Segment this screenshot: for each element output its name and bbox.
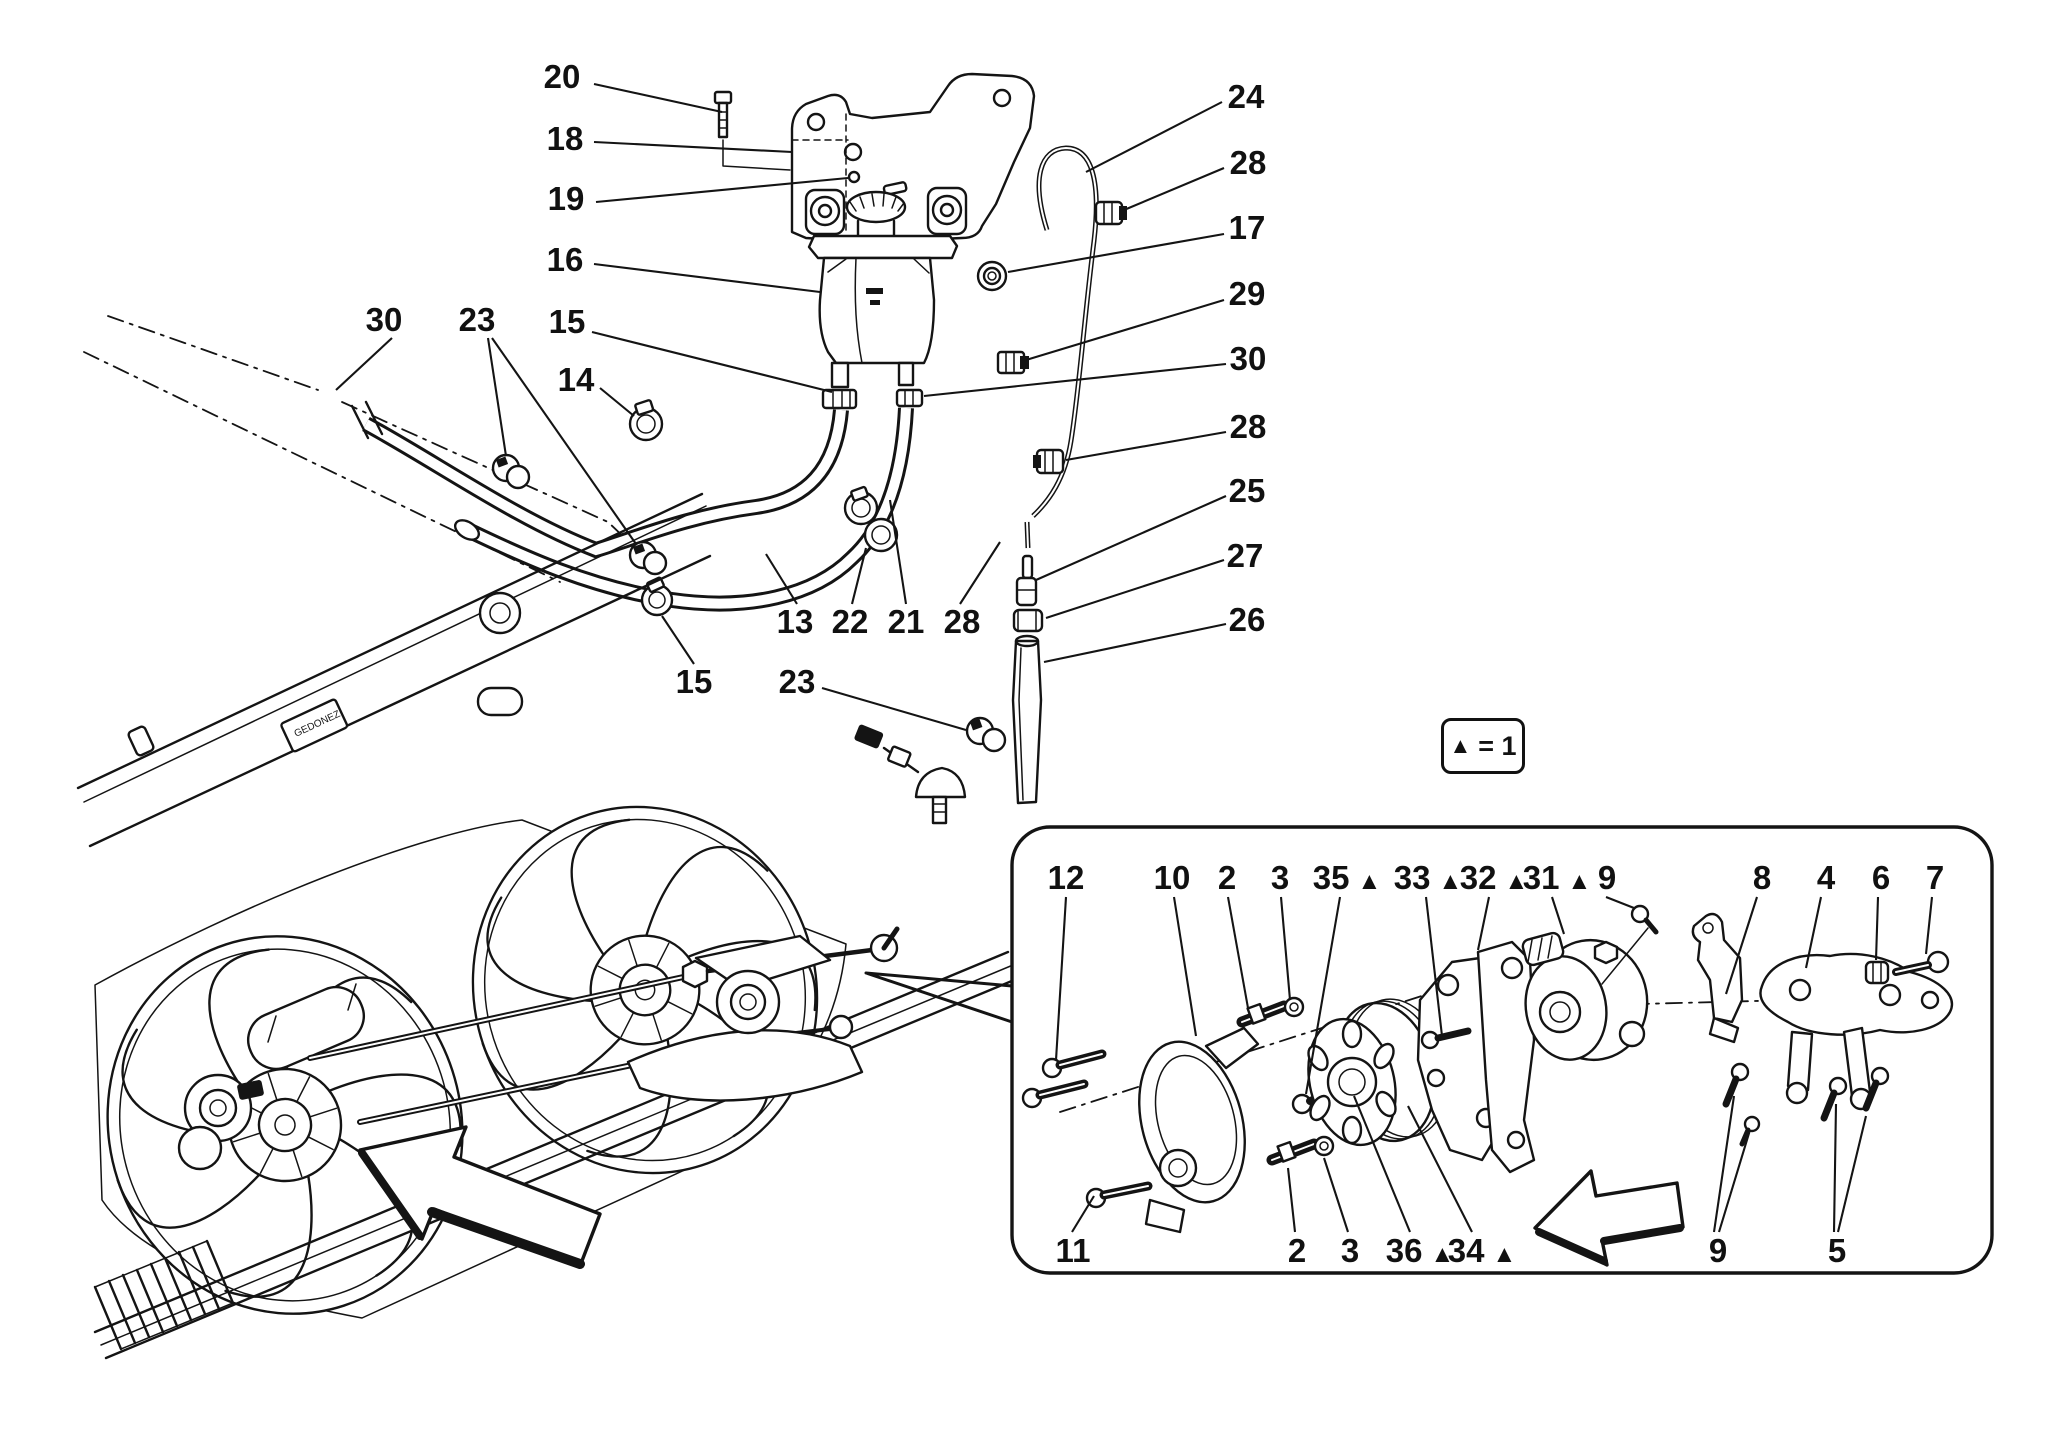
pump-31 <box>1521 931 1649 1062</box>
bolt-7 <box>1892 950 1950 976</box>
callout-28: 28 <box>1229 408 1267 445</box>
callout-13: 13 <box>776 603 814 640</box>
callout-32: 32▲ <box>1459 859 1529 896</box>
callout-16: 16 <box>546 241 584 278</box>
triangle-marker: ▲ <box>1430 1241 1455 1268</box>
port-fittings <box>821 388 924 410</box>
callout-25: 25 <box>1228 472 1266 509</box>
pulley <box>1307 998 1450 1147</box>
callout-21: 21 <box>887 603 925 640</box>
direction-arrow-main <box>358 1125 602 1269</box>
bolt-11 <box>1085 1181 1153 1209</box>
bolt-12a <box>1041 1049 1107 1079</box>
inset-pointer <box>864 971 1014 1024</box>
callout-11: 11 <box>1055 1232 1091 1269</box>
pump-exploded-view <box>1021 904 1953 1267</box>
callout-23: 23 <box>458 301 496 338</box>
stud-2b <box>1266 1138 1320 1166</box>
callout-2: 2 <box>1217 859 1237 896</box>
callout-18: 18 <box>546 120 584 157</box>
callout-6: 6 <box>1871 859 1891 896</box>
callout-28: 28 <box>1229 144 1267 181</box>
triangle-marker: ▲ <box>1567 868 1592 895</box>
direction-arrow-inset <box>1533 1169 1685 1267</box>
bushing-6 <box>1864 960 1890 985</box>
legend-triangle-symbol: ▲ <box>1449 733 1472 758</box>
bolt-12b <box>1021 1079 1089 1109</box>
stud-2a <box>1236 1000 1290 1028</box>
reservoir <box>804 181 968 389</box>
callout-33: 33▲ <box>1393 859 1463 896</box>
callout-5: 5 <box>1827 1232 1847 1269</box>
callout-22: 22 <box>831 603 869 640</box>
legend-equals-text: = 1 <box>1478 730 1517 761</box>
mount-plate-32 <box>1476 940 1536 1174</box>
callout-9: 9 <box>1708 1232 1728 1269</box>
callout-30: 30 <box>1229 340 1267 377</box>
callout-8: 8 <box>1752 859 1772 896</box>
small-parts-column <box>965 200 1127 805</box>
triangle-marker: ▲ <box>1492 1241 1517 1268</box>
callout-29: 29 <box>1228 275 1266 312</box>
washer-3b <box>1313 1135 1335 1157</box>
callout-2: 2 <box>1287 1232 1307 1269</box>
callout-15: 15 <box>548 303 586 340</box>
callout-26: 26 <box>1228 601 1266 638</box>
pump-rear-cover <box>1138 1026 1260 1234</box>
bracket-8 <box>1691 912 1744 1044</box>
callout-17: 17 <box>1228 209 1266 246</box>
callout-24: 24 <box>1227 78 1265 115</box>
callout-31: 31▲ <box>1522 859 1592 896</box>
lower-bolts <box>1722 1062 1890 1147</box>
callout-19: 19 <box>547 180 585 217</box>
hose-clamps <box>491 399 899 617</box>
callout-7: 7 <box>1925 859 1945 896</box>
callout-30: 30 <box>365 301 403 338</box>
callout-4: 4 <box>1816 859 1836 896</box>
callout-14: 14 <box>557 361 595 398</box>
callout-35: 35▲ <box>1312 859 1382 896</box>
callout-27: 27 <box>1226 537 1264 574</box>
hose-21 <box>453 407 914 612</box>
hose-13 <box>350 400 849 559</box>
rack-bellows <box>93 1239 235 1351</box>
leader-lines <box>335 82 1934 1233</box>
callout-10: 10 <box>1153 859 1191 896</box>
callout-3: 3 <box>1270 859 1290 896</box>
callout-12: 12 <box>1047 859 1085 896</box>
callout-9: 9 <box>1597 859 1617 896</box>
steering-rack <box>93 926 1021 1360</box>
legend-box: ▲ = 1 <box>1441 718 1525 774</box>
bracket-bolt <box>713 90 791 171</box>
triangle-marker: ▲ <box>1438 868 1463 895</box>
radiator-crossbar <box>76 492 712 848</box>
triangle-marker: ▲ <box>1357 868 1382 895</box>
tie-rod-end <box>854 724 967 825</box>
triangle-marker: ▲ <box>1504 868 1529 895</box>
callout-23: 23 <box>778 663 816 700</box>
callout-20: 20 <box>543 58 581 95</box>
callout-28: 28 <box>943 603 981 640</box>
screw-9a <box>1601 904 1659 985</box>
callout-36: 36▲ <box>1385 1232 1455 1269</box>
washer-3a <box>1283 996 1305 1018</box>
callout-34: 34▲ <box>1447 1232 1517 1269</box>
callout-3: 3 <box>1340 1232 1360 1269</box>
callout-15: 15 <box>675 663 713 700</box>
